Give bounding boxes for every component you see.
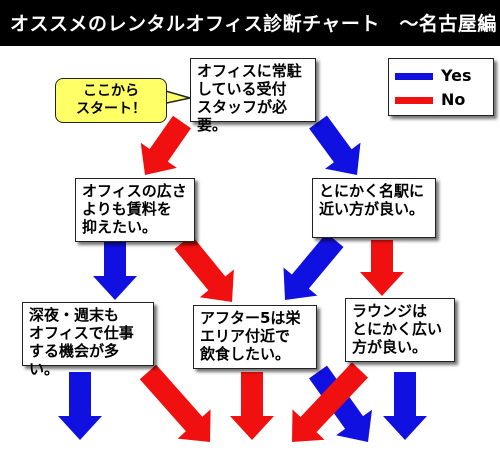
arrow-start-yes: [309, 115, 361, 175]
arrow-after5-no: [230, 372, 274, 440]
arrow-lounge-yes: [383, 372, 427, 440]
arrow-night-yes: [58, 372, 102, 440]
question-large-lounge: ラウンジは とにかく広い 方が良い。: [345, 298, 455, 362]
question-night-weekend: 深夜・週末も オフィスで仕事 する機会が多い。: [22, 302, 154, 378]
legend-no-label: No: [441, 90, 466, 109]
arrow-lounge-no: [292, 362, 368, 442]
callout-tail: [162, 89, 191, 105]
arrow-layer: [58, 115, 427, 442]
legend-yes-swatch: [395, 73, 433, 80]
arrow-price-yes: [93, 242, 137, 300]
question-sakae-area: アフター5は栄 エリア付近で 飲食したい。: [193, 305, 317, 369]
legend-no-swatch: [395, 97, 433, 104]
arrow-station-yes: [283, 233, 344, 300]
arrow-station-no: [360, 240, 404, 296]
arrow-night-no: [139, 364, 211, 442]
legend-yes-label: Yes: [441, 66, 472, 85]
question-near-station: とにかく名駅に 近い方が良い。: [312, 178, 436, 238]
question-low-rent: オフィスの広さ よりも賃料を 抑えたい。: [75, 178, 195, 242]
title-bar: オススメのレンタルオフィス診断チャート ～名古屋編: [0, 0, 500, 46]
start-callout: ここから スタート！: [55, 78, 167, 123]
legend: Yes No: [388, 58, 494, 116]
question-reception-staff: オフィスに常駐 している受付 スタッフが必要。: [190, 58, 316, 134]
arrow-price-no: [174, 235, 234, 302]
page-title: オススメのレンタルオフィス診断チャート ～名古屋編: [10, 13, 497, 35]
arrow-start-no: [140, 115, 191, 175]
